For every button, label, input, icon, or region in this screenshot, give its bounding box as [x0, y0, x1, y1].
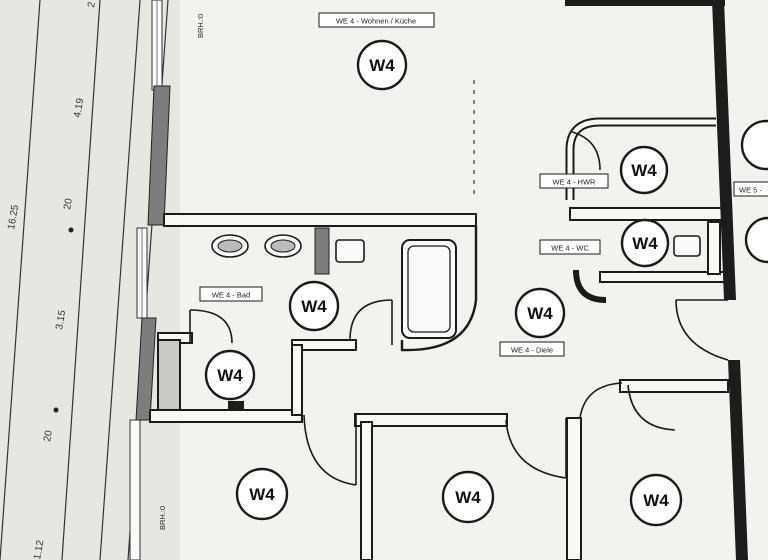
svg-text:W4: W4 [217, 366, 243, 385]
bathtub-inner [407, 245, 451, 333]
room-label-wohnen-kueche: WE 4 - Wohnen / Küche [318, 12, 435, 28]
exterior-wall [565, 0, 748, 560]
double-sink [211, 234, 302, 258]
room-marker-we5-partial [740, 119, 768, 171]
left-margin-shade [0, 0, 180, 560]
room-marker-room-left: W4 [235, 467, 289, 521]
dim-segment-3: 3.15 [54, 309, 68, 331]
dim-segment-5: 1.12 [32, 539, 46, 560]
room-marker-abstell: W4 [204, 349, 256, 401]
dim-segment-1: 4.19 [72, 97, 86, 119]
dim-segment-4: 20 [42, 429, 55, 442]
wc-curved-wall [573, 269, 607, 303]
bath-toilet-tank [335, 239, 365, 263]
room-label-hwr: WE 4 - HWR [539, 173, 609, 189]
room-label-diele: WE 4 - Diele [499, 341, 565, 357]
svg-text:W4: W4 [643, 491, 669, 510]
room-marker-right-partial [744, 216, 768, 264]
room-label-we5: WE 5 - [733, 181, 768, 197]
brh-label-bottom: BRH.:0 [158, 506, 167, 530]
partition-walls [149, 207, 729, 560]
svg-text:WE 4 - HWR: WE 4 - HWR [553, 178, 596, 187]
room-marker-wc: W4 [620, 218, 670, 268]
dimension-ticks [53, 227, 74, 413]
brh-label-top: BRH.:0 [196, 14, 205, 38]
svg-text:W4: W4 [631, 161, 657, 180]
room-marker-wohnen: W4 [356, 39, 408, 91]
svg-text:W4: W4 [632, 234, 658, 253]
hwr-curved-wall-inner [567, 119, 716, 200]
room-label-bad: WE 4 - Bad [199, 286, 263, 302]
svg-text:WE 5 -: WE 5 - [739, 186, 762, 195]
wc-toilet-tank [673, 235, 701, 257]
svg-text:W4: W4 [249, 485, 275, 504]
svg-text:WE 4 - WC: WE 4 - WC [551, 244, 589, 253]
utility-socket [228, 401, 244, 411]
bath-curved-wall [400, 226, 478, 352]
dim-segment-2: 20 [62, 197, 75, 210]
room-label-wc: WE 4 - WC [539, 239, 601, 255]
svg-text:W4: W4 [301, 297, 327, 316]
svg-text:W4: W4 [527, 304, 553, 323]
dim-segment-6: 2 [86, 1, 98, 9]
svg-text:WE 4 - Wohnen / Küche: WE 4 - Wohnen / Küche [336, 17, 416, 26]
svg-text:WE 4 - Bad: WE 4 - Bad [212, 291, 250, 300]
entry-door-arc [675, 299, 729, 361]
svg-text:WE 4 - Diele: WE 4 - Diele [511, 346, 553, 355]
room-marker-diele: W4 [514, 287, 566, 339]
room-marker-bad: W4 [288, 280, 340, 332]
room-marker-room-middle: W4 [441, 470, 495, 524]
bearing-walls [135, 85, 330, 421]
svg-text:W4: W4 [369, 56, 395, 75]
svg-text:W4: W4 [455, 488, 481, 507]
door-swings [189, 131, 676, 486]
bathtub [401, 239, 457, 339]
dim-total: 16.25 [6, 204, 21, 231]
room-marker-room-right: W4 [629, 473, 683, 527]
room-marker-hwr: W4 [619, 145, 669, 195]
